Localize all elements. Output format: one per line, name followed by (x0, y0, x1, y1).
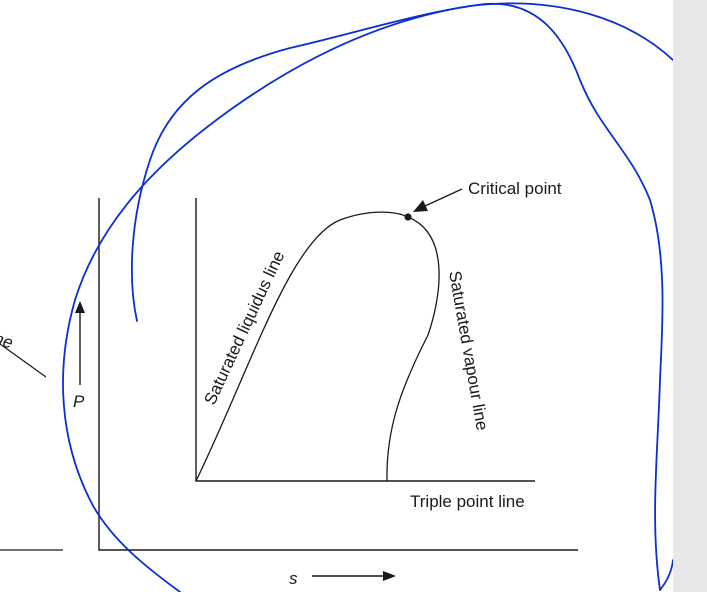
cut-off-label: ne (0, 329, 15, 353)
critical-point-arrowhead (413, 200, 428, 212)
saturated-liquidus-label: Saturated liquidus line (200, 248, 288, 408)
entropy-axis-label: s (289, 569, 298, 588)
critical-point-leader (424, 188, 463, 207)
saturated-vapour-label: Saturated vapour line (445, 269, 492, 431)
left-figure-line (0, 343, 47, 378)
outer-axes (98, 198, 578, 551)
phase-diagram: ne P s Critical point Saturated liquidus… (0, 2, 674, 593)
scrollbar-gutter[interactable] (673, 0, 707, 592)
entropy-arrow-head (383, 571, 396, 581)
critical-point-marker (404, 213, 412, 221)
triple-point-label: Triple point line (410, 492, 525, 511)
pressure-axis-label: P (73, 392, 85, 411)
pressure-arrow-head (75, 301, 85, 313)
critical-point-label: Critical point (468, 179, 562, 198)
handwritten-annotation (62, 2, 674, 593)
